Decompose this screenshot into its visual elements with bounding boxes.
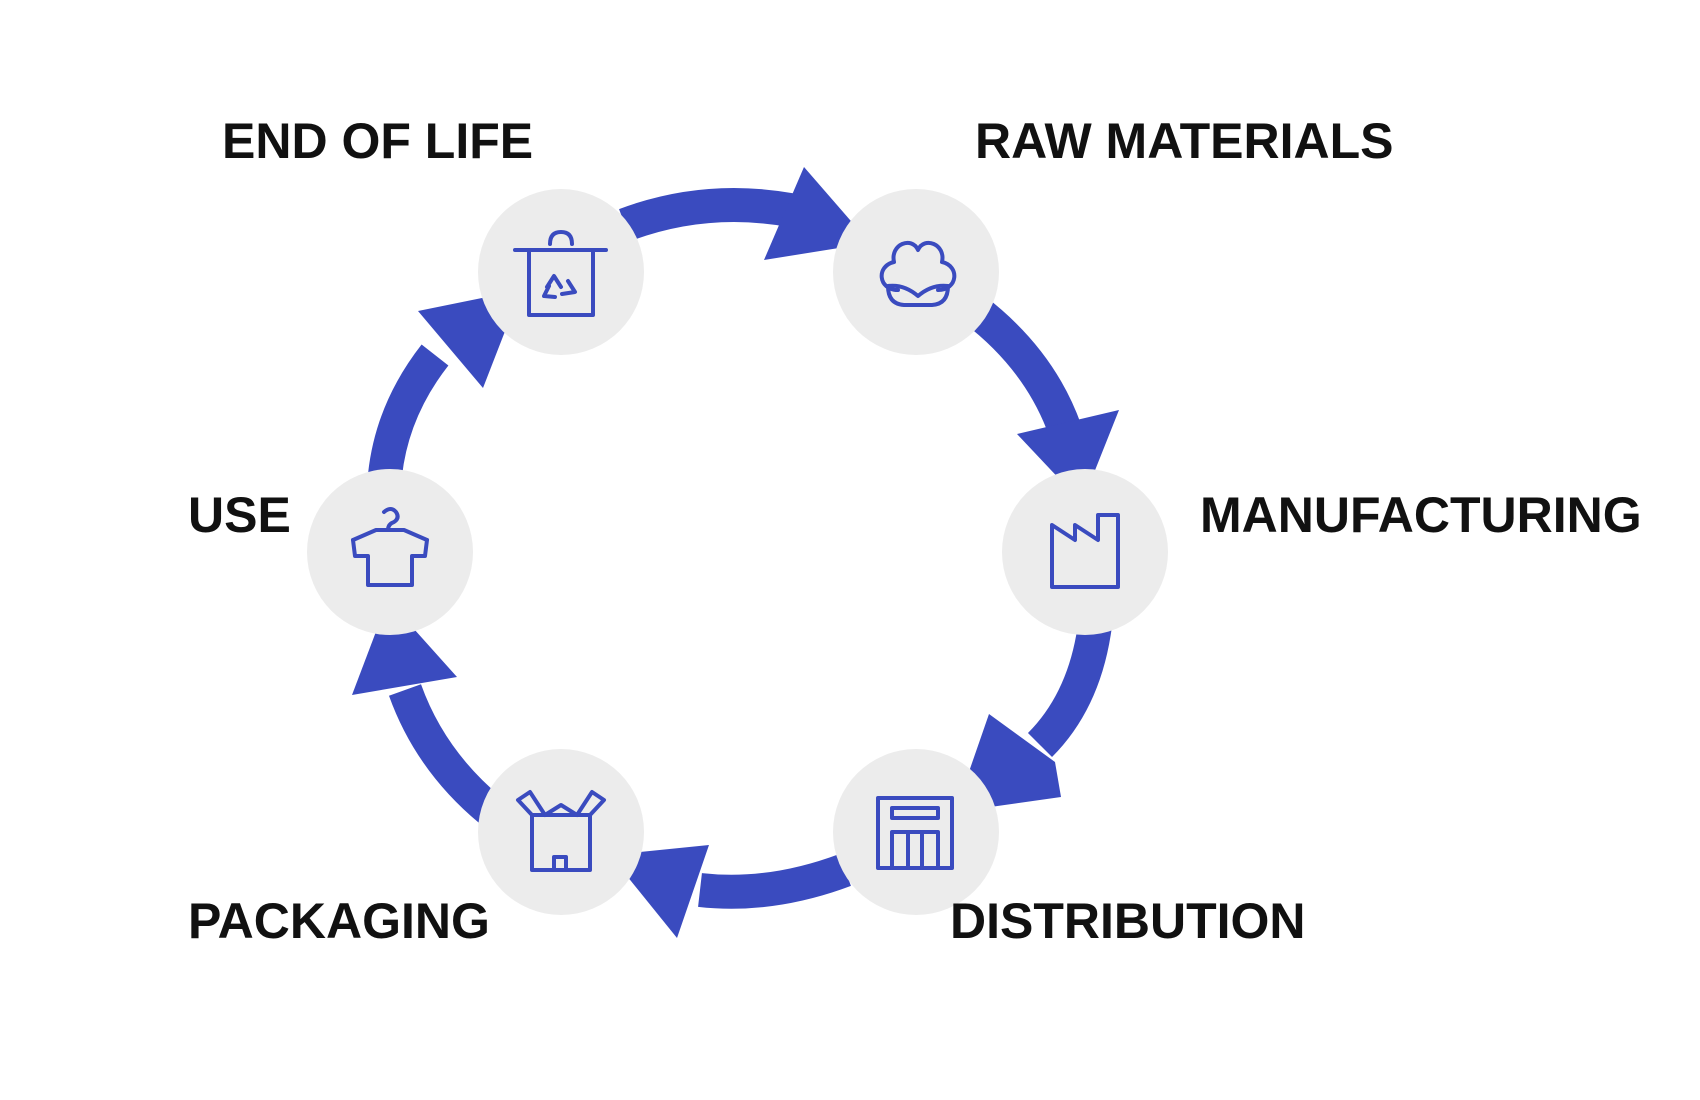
factory-icon bbox=[1050, 513, 1120, 589]
stage-labels: RAW MATERIALS MANUFACTURING DISTRIBUTION… bbox=[188, 113, 1642, 949]
arrow-packaging-to-use bbox=[352, 600, 502, 824]
stage-node-manufacturing bbox=[1002, 469, 1168, 635]
box-icon bbox=[516, 790, 606, 872]
stage-node-raw-materials bbox=[833, 189, 999, 355]
stage-label-manufacturing: MANUFACTURING bbox=[1200, 487, 1642, 543]
stage-label-end-of-life: END OF LIFE bbox=[222, 113, 533, 169]
arrow-raw-materials-to-manufacturing bbox=[964, 296, 1119, 503]
warehouse-icon bbox=[876, 796, 954, 870]
stage-label-distribution: DISTRIBUTION bbox=[950, 893, 1306, 949]
stage-label-packaging: PACKAGING bbox=[188, 893, 490, 949]
arrow-distribution-to-packaging bbox=[610, 845, 851, 938]
stage-node-packaging bbox=[478, 749, 644, 915]
tshirt-hanger-icon bbox=[351, 507, 429, 587]
stage-node-distribution bbox=[833, 749, 999, 915]
stage-label-use: USE bbox=[188, 487, 291, 543]
stage-node-use bbox=[307, 469, 473, 635]
stage-node-end-of-life bbox=[478, 189, 644, 355]
cotton-icon bbox=[879, 240, 957, 307]
stage-nodes bbox=[307, 189, 1168, 915]
stage-label-raw-materials: RAW MATERIALS bbox=[975, 113, 1393, 169]
arrow-end-of-life-to-raw-materials bbox=[619, 167, 870, 260]
recycle-bin-icon bbox=[513, 230, 608, 317]
